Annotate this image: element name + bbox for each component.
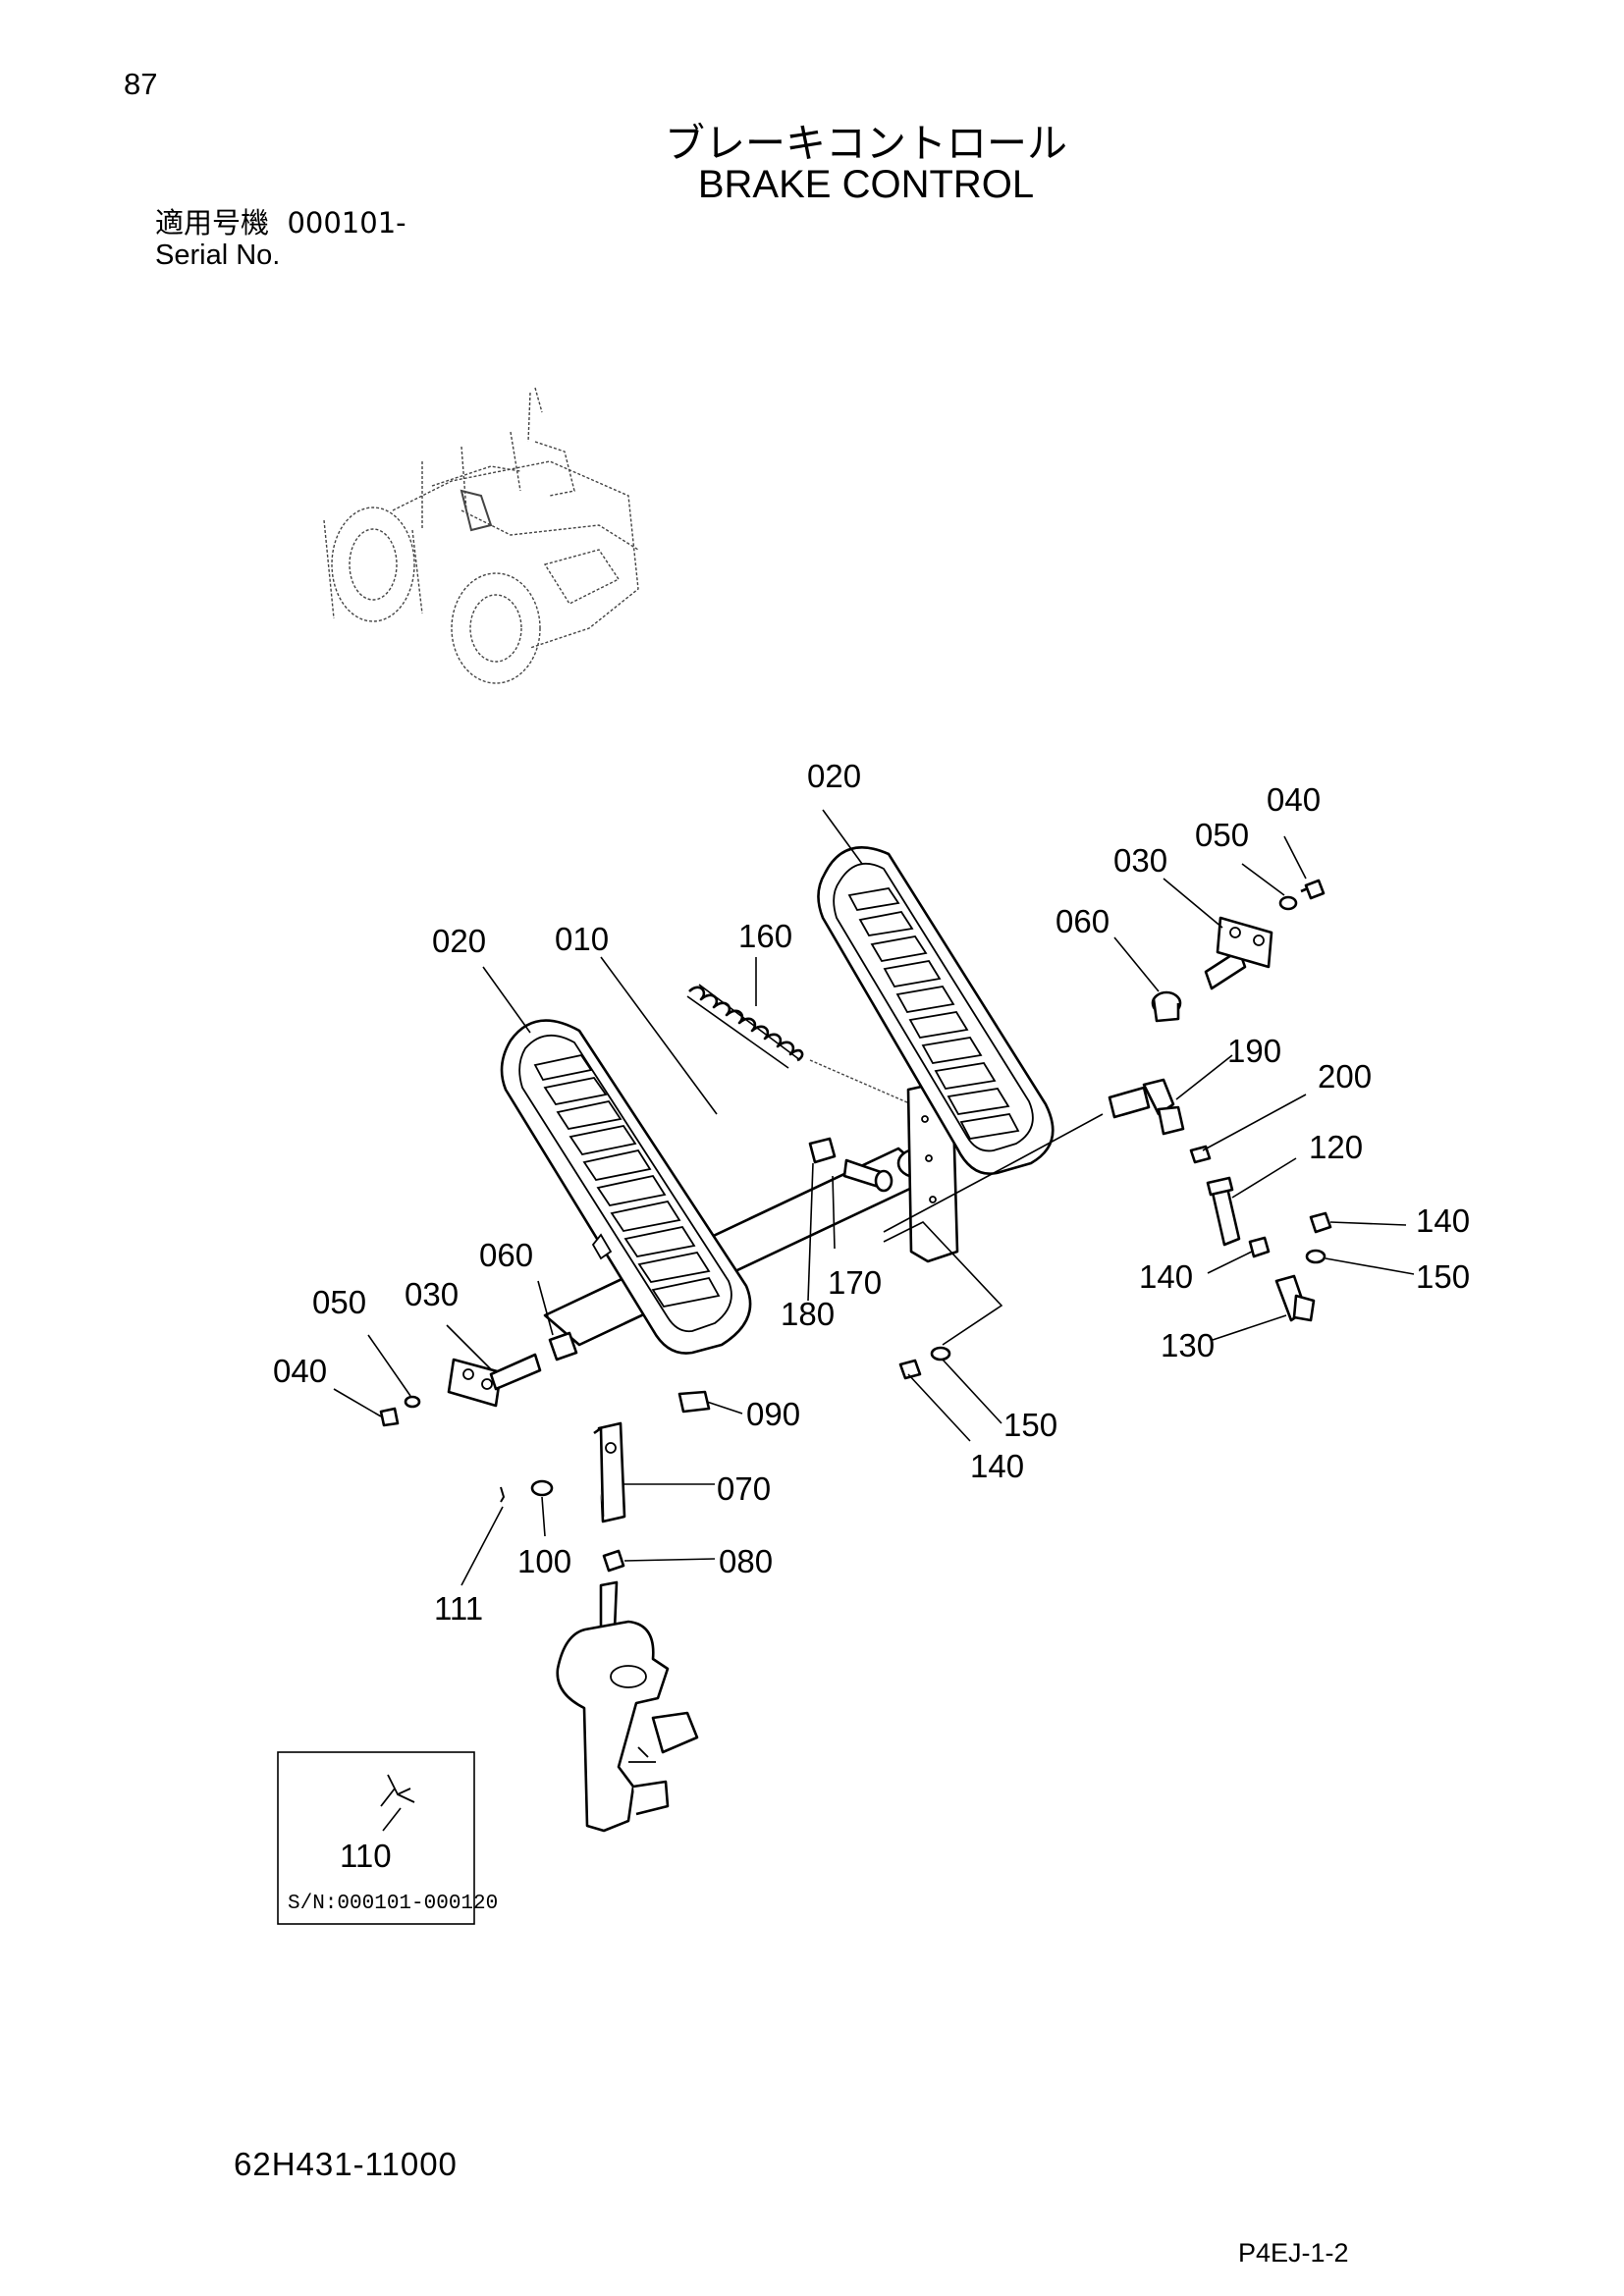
page-title-japanese: ブレーキコントロール (665, 120, 1067, 167)
page-number: 87 (124, 67, 158, 101)
callout-090: 090 (746, 1396, 800, 1432)
callout-030-top: 030 (1113, 842, 1167, 879)
callout-020-left-pedal: 020 (432, 923, 486, 959)
serial-range-inset: 110 S/N:000101-000120 (277, 1751, 498, 1925)
brake-hose-fittings (1108, 1078, 1332, 1322)
callout-010-shaft: 010 (555, 921, 609, 957)
callout-060-left: 060 (479, 1237, 533, 1273)
left-brake-pedal (500, 1019, 752, 1355)
callout-140-mid: 140 (1139, 1258, 1193, 1295)
right-brake-pedal (817, 846, 1055, 1263)
callout-120: 120 (1309, 1129, 1363, 1165)
callout-080: 080 (719, 1543, 773, 1579)
callout-150-low: 150 (1003, 1407, 1057, 1443)
page-title: BRAKE CONTROL (697, 163, 1035, 206)
callout-040-top: 040 (1267, 781, 1321, 818)
callout-190: 190 (1227, 1033, 1281, 1069)
return-spring (686, 984, 924, 1110)
callout-200: 200 (1318, 1058, 1372, 1095)
callout-leader-lines (333, 809, 1415, 1586)
callout-070: 070 (717, 1470, 771, 1507)
callout-100: 100 (517, 1543, 571, 1579)
callout-020-right-pedal: 020 (807, 758, 861, 794)
inset-serial-range: S/N:000101-000120 (288, 1893, 498, 1915)
brake-master-cylinder (500, 1390, 711, 1833)
left-pedal-pin-assembly (379, 1331, 578, 1427)
lower-nut-washer (898, 1346, 951, 1380)
tractor-location-thumbnail (323, 387, 639, 684)
callout-180: 180 (781, 1296, 835, 1332)
callout-111: 111 (434, 1590, 483, 1627)
serial-applicability: 適用号機 000101- (155, 200, 406, 241)
right-pedal-pin-assembly (1151, 879, 1326, 1023)
inset-part-110: 110 (340, 1838, 392, 1874)
callout-030-left: 030 (405, 1276, 459, 1312)
callout-150-right: 150 (1416, 1258, 1470, 1295)
callout-labels: 020 040 050 030 060 020 010 160 190 200 … (273, 758, 1470, 1627)
callout-130: 130 (1161, 1327, 1215, 1363)
callout-050-left: 050 (312, 1284, 366, 1320)
callout-160-spring: 160 (738, 918, 792, 954)
serial-label: Serial No. (155, 240, 281, 271)
serial-label-japanese: 適用号機 (155, 206, 270, 240)
callout-060-top: 060 (1056, 903, 1110, 939)
callout-140-low: 140 (970, 1448, 1024, 1484)
pedal-stopper-bolt (808, 1137, 1003, 1346)
page-code: P4EJ-1-2 (1238, 2238, 1349, 2268)
drawing-code: 62H431-11000 (234, 2146, 458, 2182)
callout-170: 170 (828, 1264, 882, 1301)
callout-040-left: 040 (273, 1353, 327, 1389)
callout-140-right: 140 (1416, 1202, 1470, 1239)
callout-050-top: 050 (1195, 817, 1249, 853)
serial-value: 000101- (287, 206, 406, 240)
